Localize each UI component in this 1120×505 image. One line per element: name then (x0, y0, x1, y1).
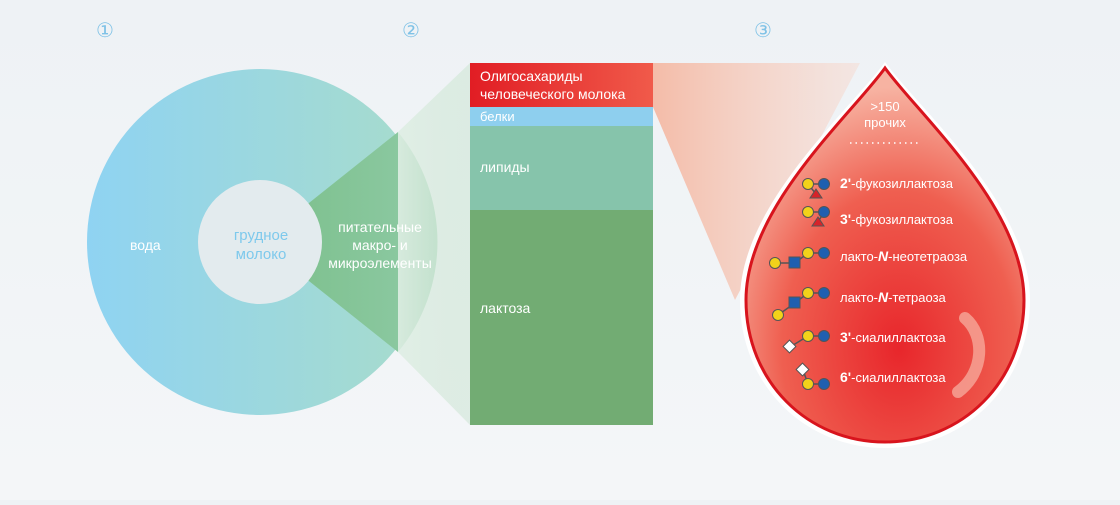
bar-segment-lipids (470, 126, 653, 210)
hmo-name-lnt: лакто-N-тетраоза (840, 289, 946, 305)
step-3-marker: ③ (754, 18, 772, 42)
nutrients-label: питательные макро- и микроэлементы (328, 219, 432, 271)
bar-label-lactose: лактоза (480, 300, 531, 316)
others-count: >150 (870, 99, 900, 114)
nutrients-wedge (260, 132, 438, 352)
glycan-6-sialyllactose (795, 362, 830, 390)
bar-segment-hmo (470, 63, 653, 107)
funnel-to-bar (398, 63, 470, 425)
glycan-3-sialyllactose (782, 330, 830, 354)
hmo-name-2fl: 2'-фукозиллактоза (840, 175, 953, 191)
drop-body (744, 65, 1026, 444)
hmo-name-3fl: 3'-фукозиллактоза (840, 211, 953, 227)
glycan-3-fucosyllactose (802, 206, 830, 227)
bar-label-proteins: белки (480, 109, 515, 124)
hmo-name-lnnt: лакто-N-неотетраоза (840, 248, 968, 264)
others-label: прочих (864, 115, 906, 130)
bar-segment-proteins (470, 107, 653, 126)
donut-hole (198, 180, 322, 304)
drop-highlight (952, 312, 986, 398)
hmo-name-3sl: 3'-сиалиллактоза (840, 329, 946, 345)
bar-label-hmo: Олигосахариды человеческого молока (480, 68, 626, 102)
bar-label-lipids: липиды (480, 159, 530, 175)
hmo-name-6sl: 6'-сиалиллактоза (840, 369, 946, 385)
glycan-2-fucosyllactose (802, 178, 830, 199)
water-label: вода (130, 237, 161, 253)
step-1-marker: ① (96, 18, 114, 42)
glycan-lacto-n-tetraose (772, 287, 830, 321)
funnel-to-drop (653, 63, 860, 300)
glycan-lacto-n-neotetraose (769, 247, 830, 269)
center-label: грудное молоко (233, 227, 289, 263)
bar-segment-lactose (470, 210, 653, 425)
step-2-marker: ② (402, 18, 420, 42)
